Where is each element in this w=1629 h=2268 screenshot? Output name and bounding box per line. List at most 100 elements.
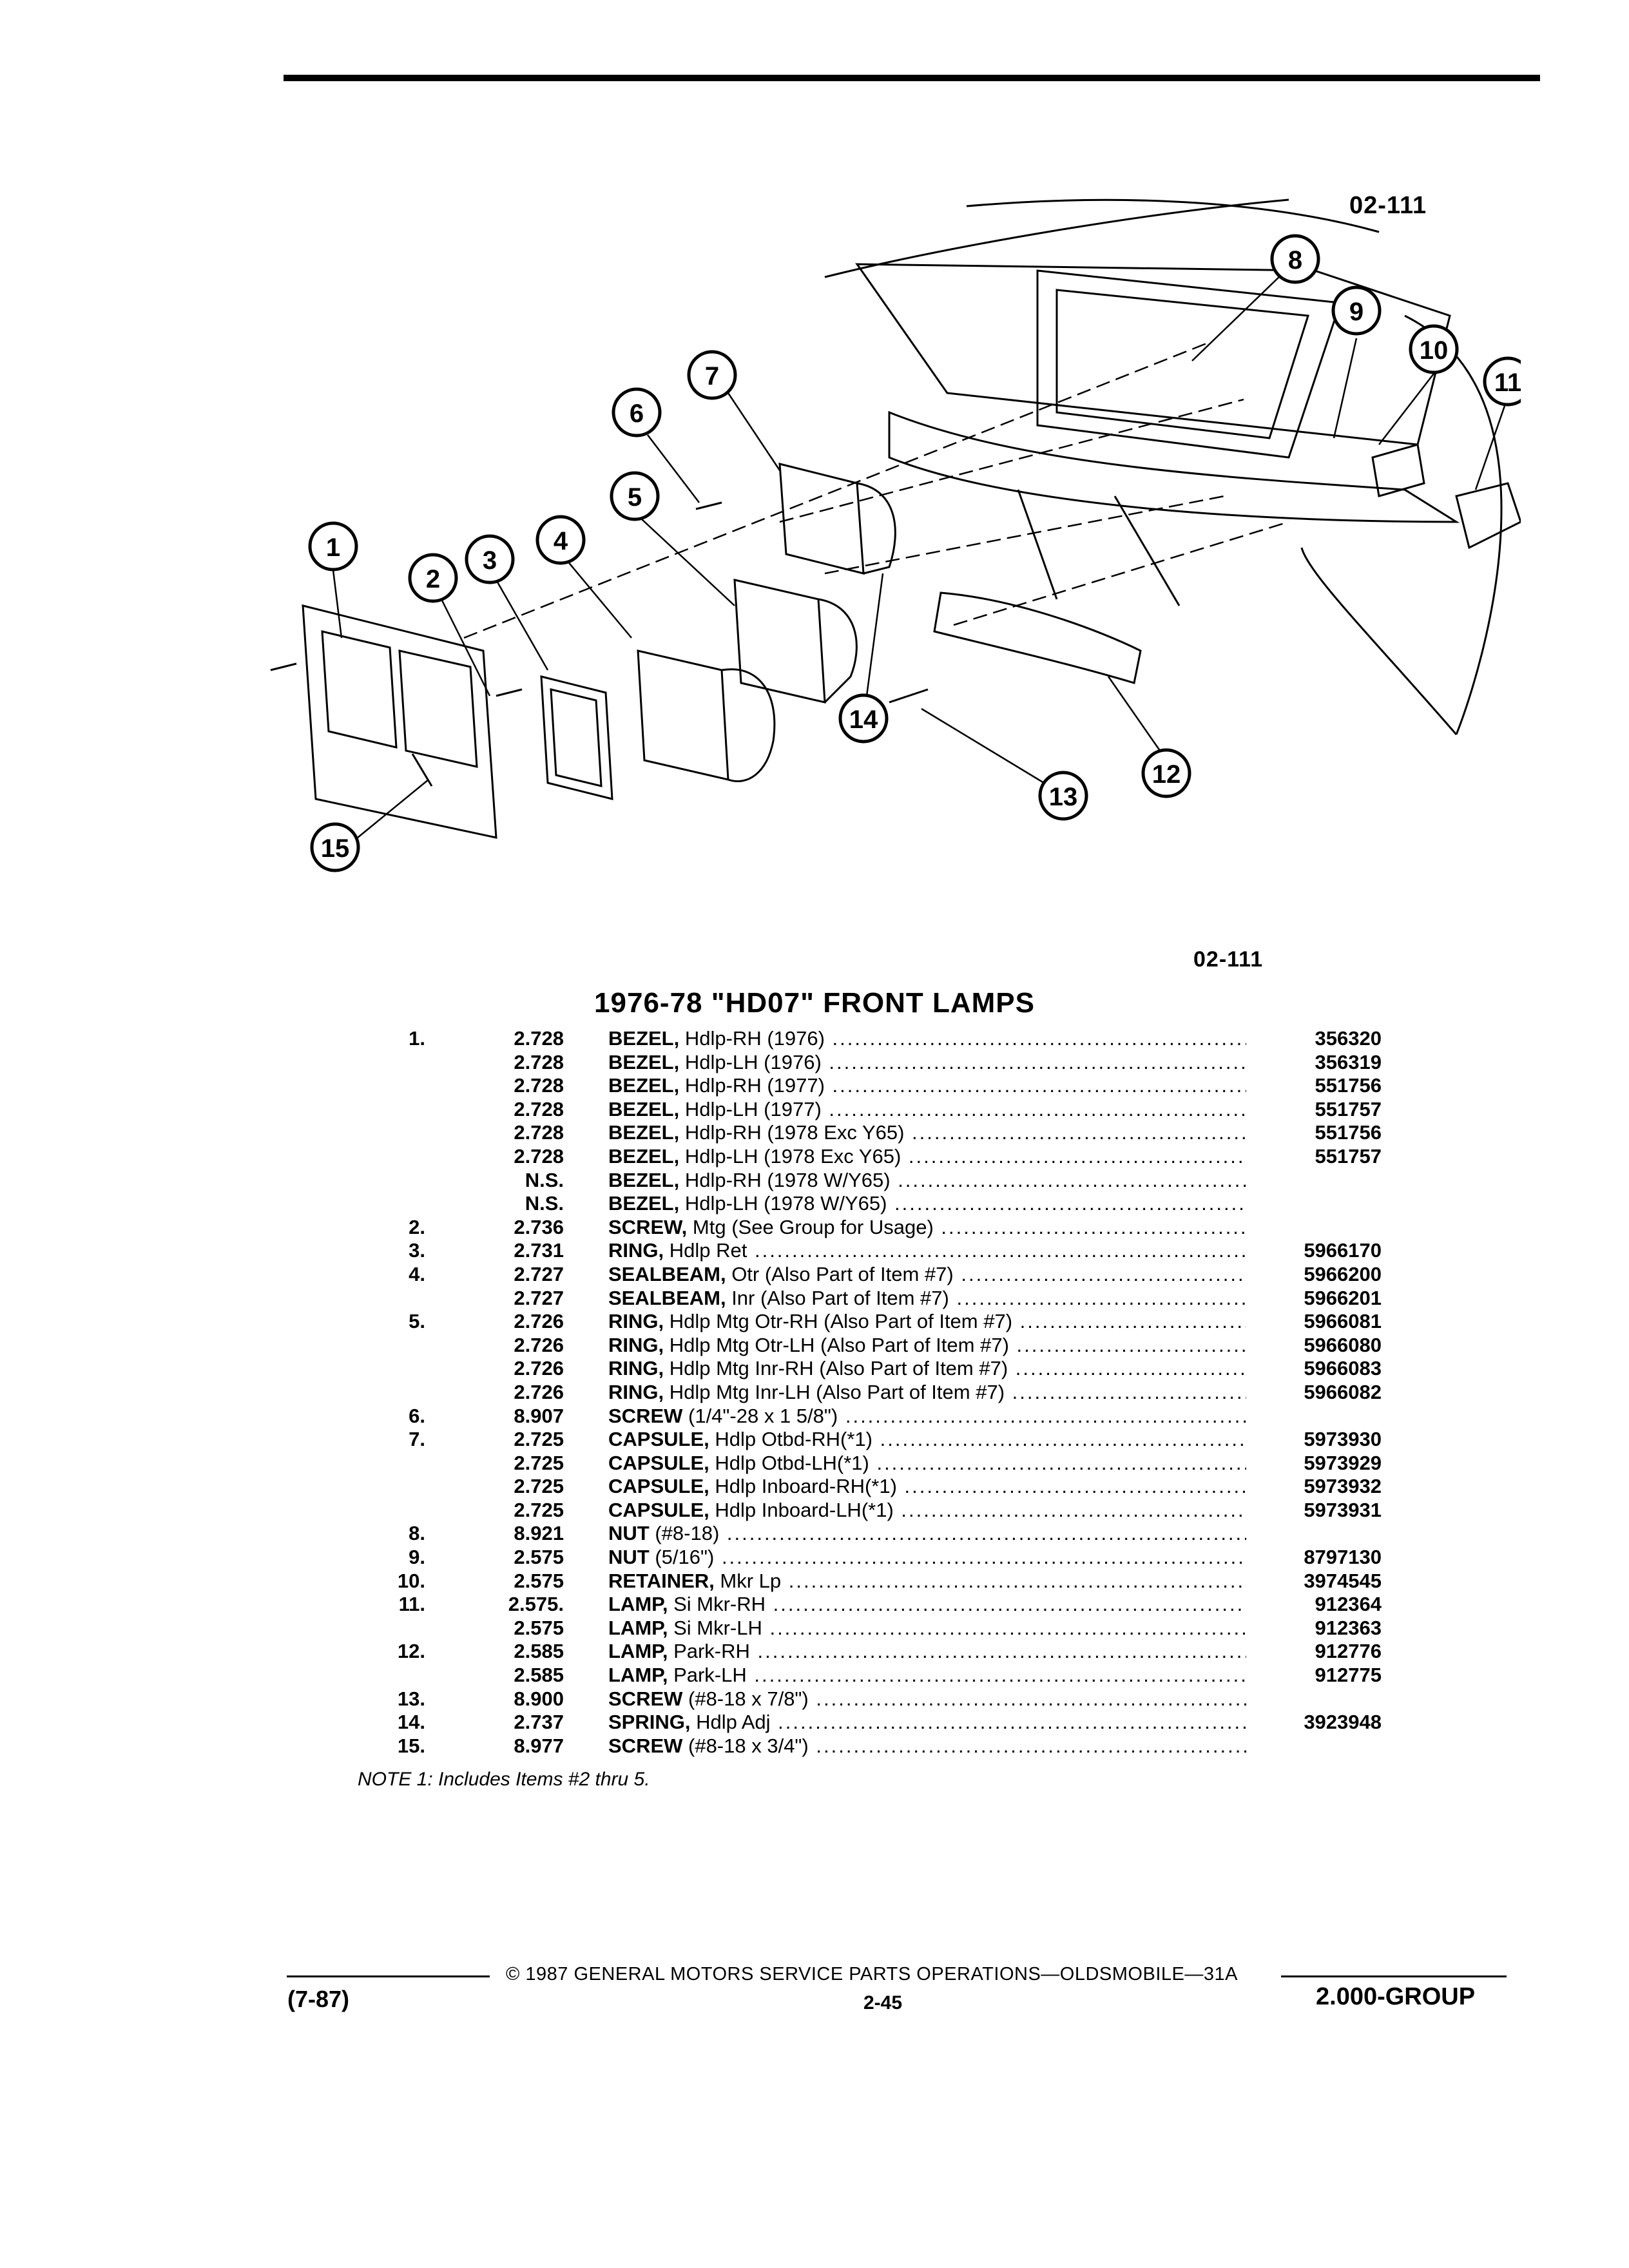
group-number: 2.726 [514, 1380, 564, 1403]
group-number: 2.725 [514, 1475, 564, 1498]
item-number: 14. [397, 1711, 425, 1734]
callout-1: 1 [326, 533, 340, 562]
leader-dots: ........................................… [769, 1616, 1246, 1639]
part-name: BEZEL, [608, 1144, 680, 1168]
item-number: 10. [397, 1569, 425, 1592]
part-name: SCREW [608, 1734, 683, 1757]
leader-9 [1333, 338, 1358, 439]
part-name: RING, [608, 1333, 664, 1356]
part-description: BEZEL, Hdlp-RH (1977) ..................… [608, 1074, 1246, 1098]
item-number: 9. [409, 1546, 425, 1569]
leader-dots: ........................................… [816, 1687, 1246, 1710]
part-description: BEZEL, Hdlp-LH (1977) ..................… [608, 1098, 1246, 1122]
group-number: 2.737 [514, 1711, 564, 1734]
car-hood-line [824, 198, 1289, 278]
part-name: SEALBEAM, [608, 1286, 726, 1309]
group-number: 2.575 [514, 1616, 564, 1639]
leader-dots: ........................................… [754, 1239, 1246, 1262]
part-description: SEALBEAM, Inr (Also Part of Item #7) ...… [608, 1287, 1246, 1311]
part-description: BEZEL, Hdlp-LH (1978 Exc Y65) ..........… [608, 1145, 1246, 1169]
part-number: 356320 [1315, 1027, 1382, 1050]
part-name: BEZEL, [608, 1192, 680, 1215]
bezel-outer [302, 604, 497, 839]
leader-13 [921, 707, 1045, 784]
screw-15 [411, 753, 433, 787]
leader-dots: ........................................… [912, 1121, 1246, 1144]
part-number: 5973932 [1304, 1475, 1382, 1498]
leader-8 [1191, 273, 1283, 361]
part-detail: Hdlp-RH (1976) [679, 1027, 825, 1050]
part-name: RING, [608, 1357, 664, 1380]
part-number: 5973931 [1304, 1498, 1382, 1521]
explode-line-2 [779, 398, 1244, 523]
leader-dots: ........................................… [1012, 1380, 1246, 1403]
part-description: LAMP, Si Mkr-LH ........................… [608, 1617, 1246, 1640]
part-detail: (#8-18) [649, 1522, 720, 1545]
part-number: 5966201 [1304, 1286, 1382, 1309]
callout-11: 11 [1494, 369, 1521, 397]
leader-dots: ........................................… [941, 1215, 1246, 1238]
leader-dots: ........................................… [845, 1404, 1246, 1427]
part-detail: Si Mkr-RH [668, 1593, 766, 1616]
callout-14: 14 [849, 706, 878, 734]
ret-ring [540, 675, 613, 800]
part-description: BEZEL, Hdlp-RH (1978 W/Y65) ............… [608, 1169, 1246, 1193]
part-description: NUT (5/16") ............................… [608, 1546, 1246, 1570]
revision-date: (7-87) [287, 1986, 350, 2012]
explode-line-4 [953, 521, 1289, 626]
group-number: N.S. [525, 1168, 564, 1191]
callout-circle-13 [1038, 771, 1088, 821]
item-number: 3. [409, 1239, 425, 1262]
leader-dots: ........................................… [904, 1475, 1246, 1498]
part-description: SCREW (#8-18 x 7/8") ...................… [608, 1687, 1246, 1711]
group-number: 2.726 [514, 1310, 564, 1333]
leader-15 [357, 779, 429, 838]
group-number: 2.727 [514, 1286, 564, 1309]
part-detail: (5/16") [649, 1546, 715, 1569]
part-detail: Hdlp Mtg Otr-RH (Also Part of Item #7) [664, 1310, 1013, 1333]
part-detail: Hdlp-LH (1977) [679, 1097, 822, 1120]
part-number: 912363 [1315, 1616, 1382, 1639]
part-name: SCREW [608, 1687, 683, 1710]
leader-dots: ........................................… [876, 1451, 1246, 1474]
leader-dots: ........................................… [894, 1192, 1246, 1215]
group-number: 8.921 [514, 1522, 564, 1545]
item-number: 15. [397, 1734, 425, 1757]
bezel-inner-left [321, 630, 398, 749]
item-number: 5. [409, 1310, 425, 1333]
leader-dots: ........................................… [816, 1734, 1246, 1757]
group-number: 2.728 [514, 1074, 564, 1097]
part-number: 5966170 [1304, 1239, 1382, 1262]
part-number: 551756 [1315, 1074, 1382, 1097]
leader-11 [1474, 405, 1506, 490]
part-name: SPRING, [608, 1711, 691, 1734]
part-description: BEZEL, Hdlp-RH (1976) ..................… [608, 1027, 1246, 1051]
sealbeam [637, 649, 729, 781]
screw-2 [496, 688, 523, 697]
callout-circle-4 [535, 515, 586, 565]
side-marker-lamp [1455, 482, 1521, 550]
callout-13: 13 [1049, 783, 1078, 811]
callout-3: 3 [483, 546, 497, 575]
leader-dots: ........................................… [832, 1027, 1246, 1050]
callout-circle-15 [310, 822, 360, 872]
bezel-inner-right [398, 649, 478, 768]
explode-line-3 [824, 495, 1225, 575]
page-number: 2-45 [863, 1992, 903, 2013]
callout-10: 10 [1420, 336, 1449, 365]
marker-retainer [1371, 443, 1425, 497]
figure-code-bottom: 02-111 [1193, 947, 1264, 972]
group-number: 2.728 [514, 1097, 564, 1120]
part-detail: Hdlp Inboard-LH(*1) [709, 1498, 894, 1521]
part-description: CAPSULE, Hdlp Inboard-LH(*1) ...........… [608, 1499, 1246, 1523]
part-number: 5966200 [1304, 1262, 1382, 1285]
